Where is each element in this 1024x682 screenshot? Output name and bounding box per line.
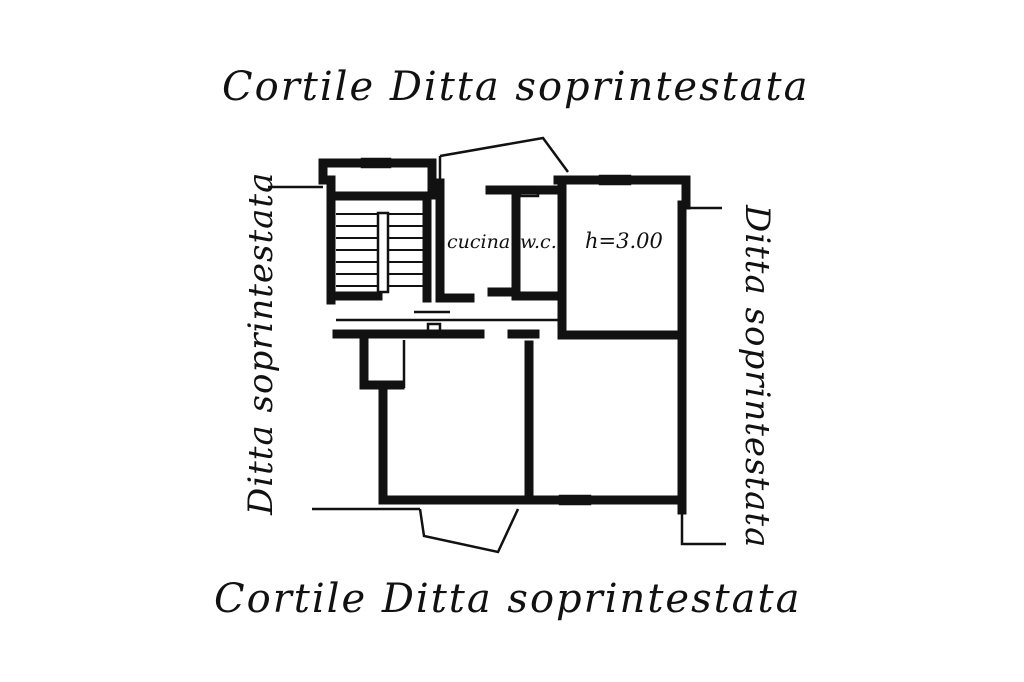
label-top-courtyard: Cortile Ditta soprintestata bbox=[222, 64, 809, 110]
label-right-neighbor: Ditta soprintestata bbox=[737, 204, 777, 548]
interior-walls bbox=[332, 178, 687, 497]
room-label-wc: w.c. bbox=[520, 231, 557, 253]
room-label-kitchen: cucina bbox=[447, 231, 510, 253]
label-bottom-courtyard: Cortile Ditta soprintestata bbox=[214, 576, 801, 622]
staircase bbox=[328, 191, 432, 303]
property-lines bbox=[268, 136, 726, 554]
label-left-neighbor: Ditta soprintestata bbox=[241, 172, 281, 516]
room-label-height: h=3.00 bbox=[585, 229, 663, 253]
